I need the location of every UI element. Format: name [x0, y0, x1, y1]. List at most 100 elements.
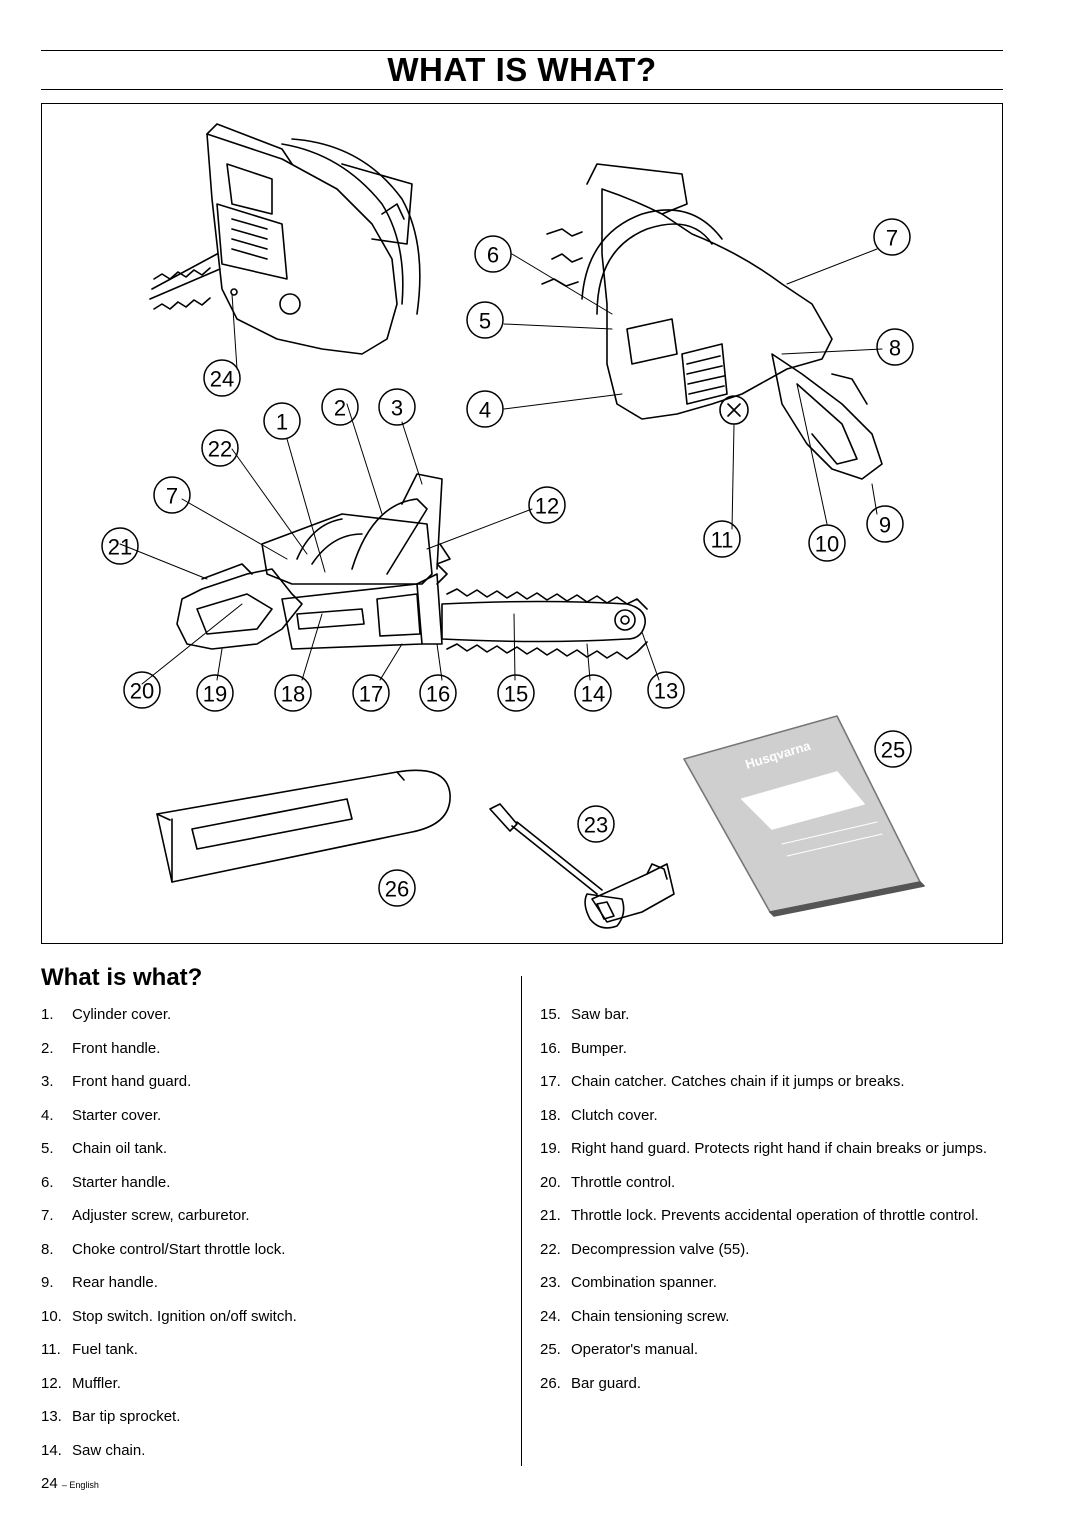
callout-12: 12	[535, 494, 559, 519]
item-number: 13.	[41, 1408, 62, 1425]
list-item: 26.Bar guard.	[540, 1375, 990, 1392]
column-divider	[521, 976, 522, 1466]
item-text: Chain catcher. Catches chain if it jumps…	[571, 1073, 905, 1090]
callout-15: 15	[504, 682, 528, 707]
callout-18: 18	[281, 682, 305, 707]
page-footer: 24 – English	[41, 1475, 99, 1492]
list-item: 4. Starter cover.	[41, 1107, 481, 1124]
callout-7a: 7	[166, 484, 178, 509]
callout-circles	[101, 218, 914, 907]
item-number: 8.	[41, 1240, 54, 1258]
main-saw-drawing	[176, 473, 648, 660]
item-text: Throttle control.	[571, 1173, 676, 1191]
callout-20: 20	[130, 679, 154, 704]
title-underline	[41, 89, 1003, 90]
item-number: 22.	[540, 1240, 561, 1258]
item-number: 6.	[41, 1173, 54, 1191]
list-item: 10.Stop switch. Ignition on/off switch.	[41, 1308, 481, 1325]
callout-5: 5	[479, 309, 491, 334]
callout-2: 2	[334, 396, 346, 421]
list-item: 23.Combination spanner.	[540, 1274, 990, 1291]
item-text: Chain tensioning screw.	[571, 1307, 730, 1325]
callout-10: 10	[815, 532, 839, 557]
list-item: 12. Muffler.	[41, 1375, 481, 1392]
item-number: 2.	[41, 1039, 54, 1057]
item-number: 15.	[540, 1006, 561, 1023]
callout-11: 11	[711, 528, 734, 553]
callout-26: 26	[385, 877, 409, 902]
item-number: 9.	[41, 1274, 54, 1291]
list-item: 25.Operator's manual.	[540, 1341, 990, 1358]
parts-list-right: 15.Saw bar. 16. Bumper. 17. Chain catcher. C…	[540, 1006, 990, 1408]
section-heading: What is what?	[41, 964, 203, 991]
item-number: 23.	[540, 1274, 561, 1291]
item-number: 1.	[41, 1006, 54, 1023]
rear-saw-drawing	[541, 163, 883, 480]
item-text: Front handle.	[72, 1039, 161, 1057]
item-number: 16.	[540, 1039, 561, 1057]
item-text: Bar tip sprocket.	[72, 1408, 181, 1425]
callout-14: 14	[581, 682, 605, 707]
item-text: Choke control/Start throttle lock.	[72, 1240, 286, 1258]
item-text: Cylinder cover.	[72, 1006, 172, 1023]
chainsaw-diagram: 24 1 2 3 4 22 7 21 12 11 10 9 6 5 7 8 20…	[101, 123, 925, 929]
item-text: Saw chain.	[72, 1441, 146, 1459]
item-text: Adjuster screw, carburetor.	[72, 1207, 250, 1224]
list-item: 9. Rear handle.	[41, 1274, 481, 1291]
callout-7b: 7	[886, 226, 898, 251]
callout-leaders	[119, 248, 883, 685]
item-number: 18.	[540, 1106, 561, 1124]
callout-23: 23	[584, 813, 608, 838]
item-number: 26.	[540, 1374, 561, 1392]
parts-list-left: 1. Cylinder cover. 2. Front handle. 3.Front …	[41, 1006, 481, 1475]
page-number: 24	[41, 1475, 58, 1492]
item-number: 7.	[41, 1207, 54, 1224]
callout-22: 22	[208, 437, 232, 462]
item-text: Stop switch. Ignition on/off switch.	[72, 1307, 297, 1325]
list-item: 20.Throttle control.	[540, 1174, 990, 1191]
list-item: 19. Right hand guard. Protects right hand…	[540, 1140, 990, 1157]
list-item: 13. Bar tip sprocket.	[41, 1408, 481, 1425]
callout-13: 13	[654, 679, 678, 704]
item-number: 11.	[41, 1341, 61, 1358]
item-text: Rear handle.	[72, 1274, 158, 1291]
item-text: Right hand guard. Protects right hand if…	[571, 1140, 988, 1157]
callout-labels: 24 1 2 3 4 22 7 21 12 11 10 9 6 5 7 8 20…	[108, 226, 905, 902]
item-text: Starter cover.	[72, 1106, 162, 1124]
closeup-saw-drawing	[149, 123, 421, 355]
list-item: 17. Chain catcher. Catches chain if it ju…	[540, 1073, 990, 1090]
item-number: 12.	[41, 1374, 62, 1392]
callout-4: 4	[479, 398, 491, 423]
list-item: 5.Chain oil tank.	[41, 1140, 481, 1157]
item-text: Throttle lock. Prevents accidental opera…	[571, 1207, 979, 1224]
list-item: 3.Front hand guard.	[41, 1073, 481, 1090]
callout-21: 21	[108, 535, 132, 560]
parts-illustration: 24 1 2 3 4 22 7 21 12 11 10 9 6 5 7 8 20…	[41, 103, 1003, 944]
page-title: WHAT IS WHAT?	[387, 51, 657, 88]
item-number: 24.	[540, 1307, 561, 1325]
list-item: 2. Front handle.	[41, 1040, 481, 1057]
callout-24: 24	[210, 367, 234, 392]
list-item: 24. Chain tensioning screw.	[540, 1308, 990, 1325]
list-item: 1. Cylinder cover.	[41, 1006, 481, 1023]
item-number: 17.	[540, 1073, 561, 1090]
list-item: 15.Saw bar.	[540, 1006, 990, 1023]
callout-17: 17	[359, 682, 383, 707]
callout-1: 1	[276, 410, 288, 435]
item-number: 21.	[540, 1207, 561, 1224]
list-item: 7. Adjuster screw, carburetor.	[41, 1207, 481, 1224]
callout-9: 9	[879, 513, 891, 538]
item-number: 5.	[41, 1140, 54, 1157]
callout-8: 8	[889, 336, 901, 361]
item-text: Bumper.	[571, 1039, 627, 1057]
item-text: Fuel tank.	[72, 1341, 138, 1358]
item-text: Starter handle.	[72, 1173, 171, 1191]
list-item: 11. Fuel tank.	[41, 1341, 481, 1358]
item-number: 4.	[41, 1106, 54, 1124]
item-text: Muffler.	[72, 1374, 121, 1392]
item-number: 19.	[540, 1140, 561, 1157]
callout-3: 3	[391, 396, 403, 421]
item-number: 25.	[540, 1341, 561, 1358]
item-number: 14.	[41, 1441, 62, 1459]
list-item: 6. Starter handle.	[41, 1174, 481, 1191]
